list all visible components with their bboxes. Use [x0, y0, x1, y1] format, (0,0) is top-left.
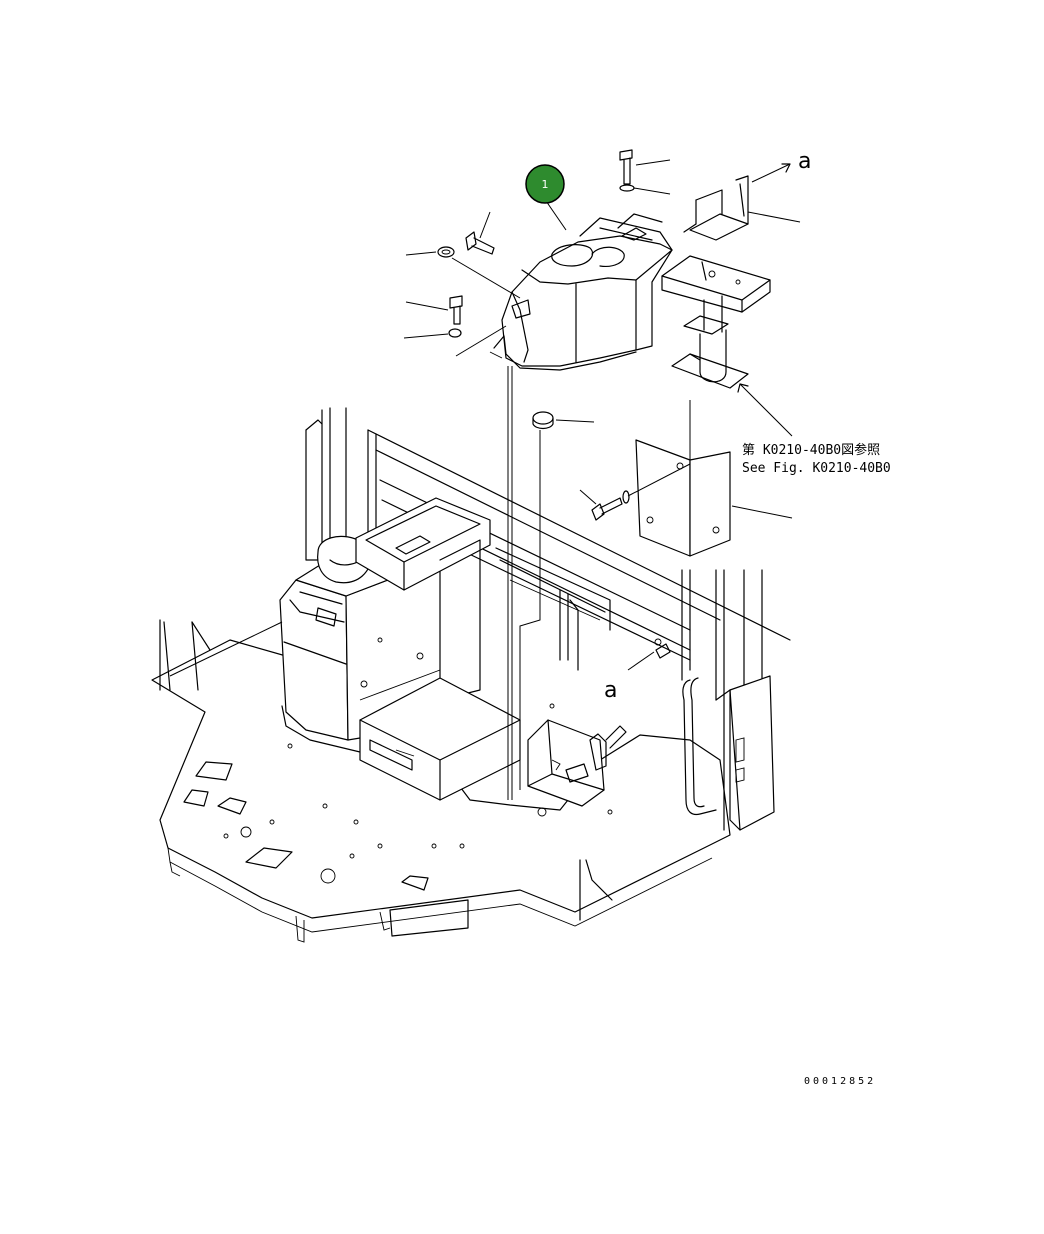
reference-note-en: See Fig. K0210-40B0: [742, 461, 891, 476]
callout-1[interactable]: 1: [525, 164, 565, 204]
document-number: 00012852: [804, 1076, 876, 1087]
left-console: [279, 497, 521, 801]
reference-note-jp: 第 K0210-40B0図参照: [742, 442, 880, 458]
reference-note: 第 K0210-40B0図参照 See Fig. K0210-40B0: [742, 442, 891, 476]
callout-circle: [525, 164, 565, 204]
cab-rear-frame: [159, 407, 791, 691]
top-bracket: [683, 175, 749, 241]
reference-letter-top: a: [798, 149, 811, 174]
cover-part-1: [489, 213, 673, 371]
bracket-assembly: [661, 255, 771, 389]
callout-number: 1: [542, 178, 549, 191]
control-box: [527, 719, 627, 807]
cab-front-pillars: [579, 569, 775, 921]
leader-lines: [169, 159, 801, 800]
reference-letter-bottom: a: [604, 678, 617, 703]
fasteners: [437, 149, 671, 659]
side-cover-panel: [635, 439, 731, 557]
